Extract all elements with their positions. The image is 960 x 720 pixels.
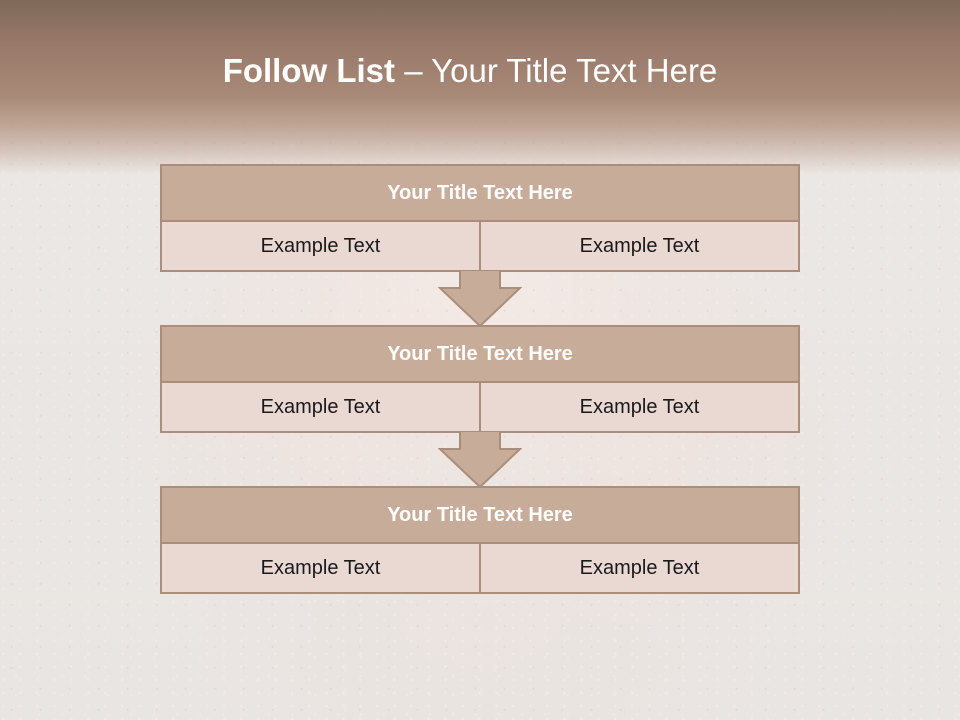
block-title: Your Title Text Here xyxy=(162,166,798,222)
list-block-2: Your Title Text Here Example Text Exampl… xyxy=(160,325,800,433)
block-cell-left: Example Text xyxy=(162,544,479,592)
block-title: Your Title Text Here xyxy=(162,327,798,383)
block-cell-left: Example Text xyxy=(162,222,479,270)
down-arrow-2 xyxy=(438,431,522,489)
slide-title-rest: – Your Title Text Here xyxy=(404,52,718,89)
slide-title-bold: Follow List xyxy=(222,52,396,89)
block-cell-right: Example Text xyxy=(479,383,798,431)
block-cell-left: Example Text xyxy=(162,383,479,431)
list-block-1: Your Title Text Here Example Text Exampl… xyxy=(160,164,800,272)
header-band xyxy=(0,0,960,175)
block-cell-right: Example Text xyxy=(479,544,798,592)
down-arrow-1 xyxy=(438,270,522,328)
block-cell-right: Example Text xyxy=(479,222,798,270)
list-block-3: Your Title Text Here Example Text Exampl… xyxy=(160,486,800,594)
block-row: Example Text Example Text xyxy=(162,544,798,592)
block-row: Example Text Example Text xyxy=(162,222,798,270)
block-row: Example Text Example Text xyxy=(162,383,798,431)
slide-title: Follow List – Your Title Text Here xyxy=(0,52,940,90)
block-title: Your Title Text Here xyxy=(162,488,798,544)
